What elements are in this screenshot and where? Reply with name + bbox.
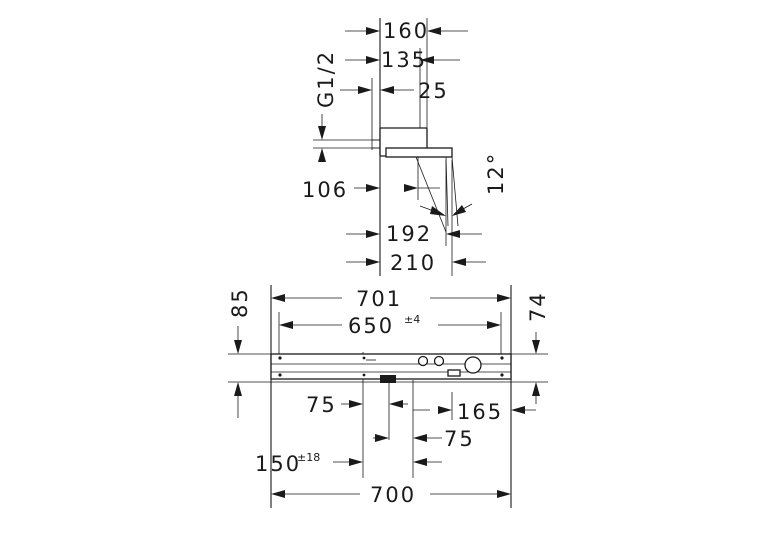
dim-g12: G1/2	[314, 50, 414, 108]
label-106: 106	[302, 178, 348, 202]
label-160: 160	[383, 19, 429, 43]
thermostat-front	[270, 353, 512, 383]
button-1	[417, 355, 429, 367]
spout-outlet	[380, 375, 396, 383]
dim-192: 192	[346, 222, 482, 246]
dim-210: 210	[346, 251, 486, 275]
dim-106: 106	[302, 178, 440, 202]
dim-700: 700	[271, 483, 511, 507]
label-g12: G1/2	[314, 50, 338, 108]
dim-135: 135	[345, 48, 460, 72]
label-25: 25	[418, 79, 449, 103]
thermostat-plan	[372, 127, 459, 233]
dim-160: 160	[345, 19, 468, 43]
label-650: 650	[348, 314, 394, 338]
dim-75-left: 75	[306, 393, 408, 417]
dim-74: 74	[526, 291, 550, 404]
label-135: 135	[381, 48, 427, 72]
label-150-tolerance: ±18	[297, 451, 320, 464]
front-view: 701 650 ±4 85 74	[228, 285, 550, 508]
label-650-tolerance: ±4	[404, 313, 420, 326]
dim-25: 25	[418, 79, 449, 103]
label-12deg: 12°	[484, 152, 508, 195]
dim-650: 650 ±4	[279, 313, 501, 338]
label-74: 74	[526, 291, 550, 322]
dim-701: 701	[271, 287, 511, 311]
label-210: 210	[390, 251, 436, 275]
button-2	[433, 355, 445, 367]
dim-150: 150 ±18	[255, 451, 442, 476]
thermostat-knob	[464, 356, 482, 374]
dim-pipe-offset	[313, 114, 380, 162]
top-view: 160 135 G1/2 25	[302, 18, 508, 276]
dim-75-right: 75	[373, 427, 475, 451]
label-165: 165	[457, 400, 503, 424]
label-701: 701	[356, 287, 402, 311]
label-700: 700	[370, 483, 416, 507]
dim-angle: 12°	[419, 152, 508, 216]
dim-165: 165	[413, 392, 536, 424]
label-75-right: 75	[444, 427, 475, 451]
dim-85: 85	[228, 287, 252, 418]
label-85: 85	[228, 287, 252, 318]
label-75-left: 75	[306, 393, 337, 417]
label-192: 192	[386, 222, 432, 246]
label-150: 150	[255, 452, 301, 476]
